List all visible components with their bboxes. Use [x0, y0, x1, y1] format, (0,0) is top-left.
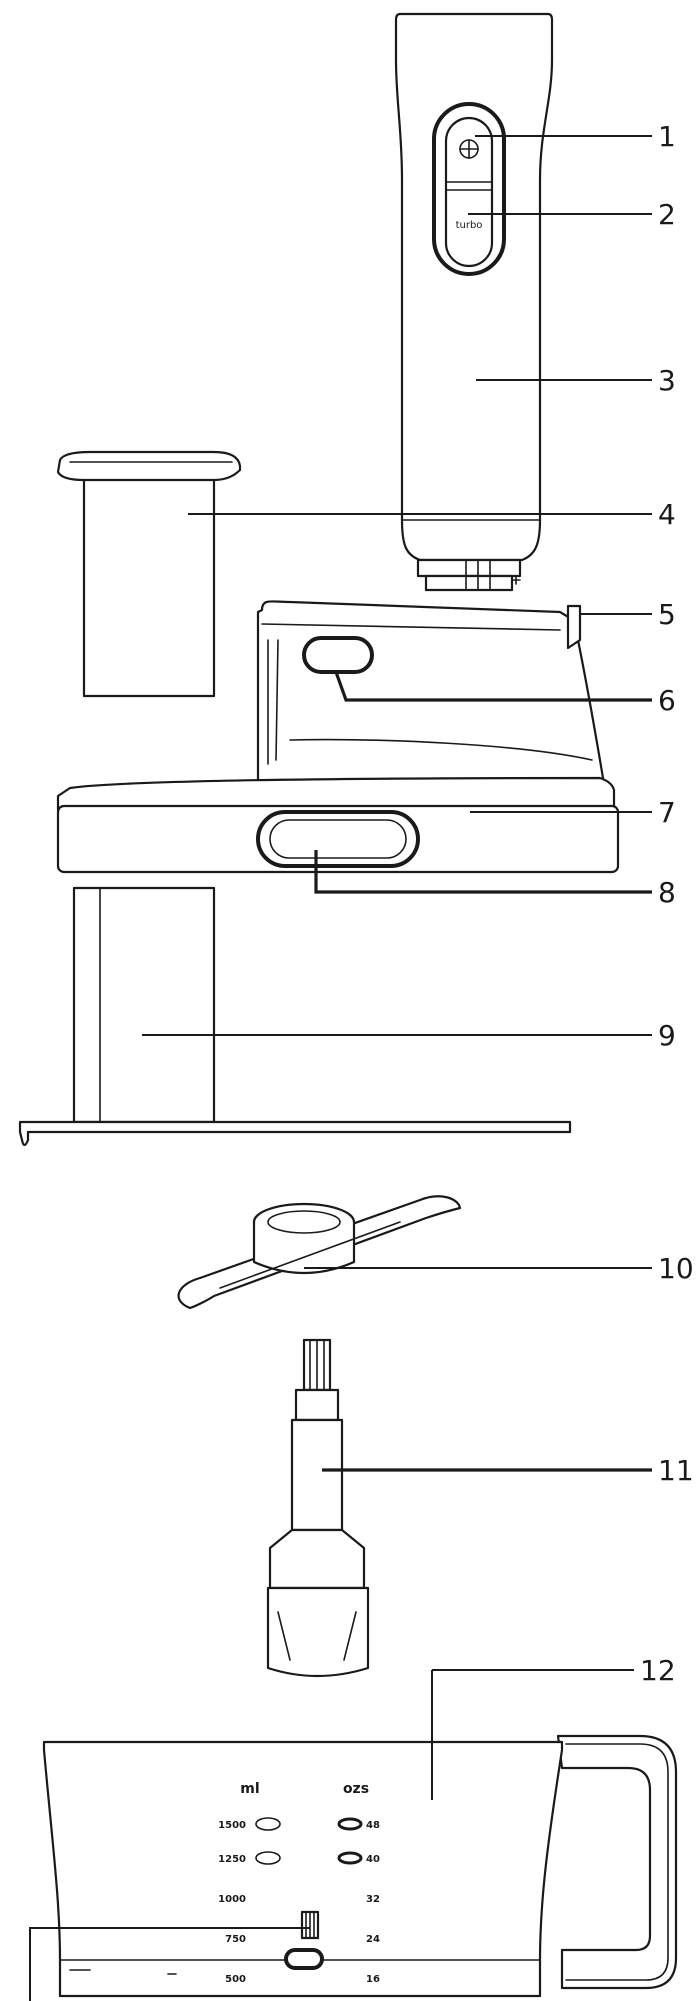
oz-value: 48 [366, 1820, 380, 1831]
motor-handle [394, 12, 554, 592]
oz-header: ozs [343, 1781, 369, 1797]
callout-1: 1 [658, 120, 676, 153]
callout-3: 3 [658, 364, 676, 397]
food-pusher [56, 450, 242, 698]
chopping-blade [177, 1195, 462, 1310]
turbo-label: turbo [456, 220, 483, 231]
ml-value: 1250 [218, 1854, 246, 1865]
callout-8: 8 [658, 876, 676, 909]
callout-5: 5 [658, 598, 676, 631]
ml-value: 500 [225, 1974, 246, 1985]
leader-lines [29, 135, 652, 2001]
ml-value: 750 [225, 1934, 246, 1945]
callout-11: 11 [658, 1454, 694, 1487]
oz-value: 40 [366, 1854, 380, 1865]
feed-tube-insert [18, 886, 572, 1147]
chopper-lid [56, 600, 620, 874]
ml-scale: ml 1500 1250 1000 750 500 250 [218, 1781, 281, 1985]
callout-12: 12 [640, 1654, 676, 1687]
oz-scale: ozs 48 40 32 24 16 8 [337, 1781, 380, 1985]
ml-value: 1000 [218, 1894, 246, 1905]
callout-10: 10 [658, 1252, 694, 1285]
turbo-button: turbo [456, 220, 483, 231]
ml-value: 1500 [218, 1820, 246, 1831]
callout-6: 6 [658, 684, 676, 717]
callout-9: 9 [658, 1019, 676, 1052]
callout-4: 4 [658, 498, 676, 531]
oz-value: 16 [366, 1974, 380, 1985]
callout-2: 2 [658, 198, 676, 231]
drive-shaft [266, 1338, 370, 1678]
callout-7: 7 [658, 796, 676, 829]
callout-numbers: 1 2 3 4 5 6 7 8 9 10 11 12 [640, 120, 694, 1687]
power-button [459, 139, 479, 159]
oz-value: 24 [366, 1934, 380, 1945]
ml-header: ml [240, 1781, 259, 1797]
oz-value: 32 [366, 1894, 380, 1905]
measuring-jug [42, 1734, 678, 1998]
